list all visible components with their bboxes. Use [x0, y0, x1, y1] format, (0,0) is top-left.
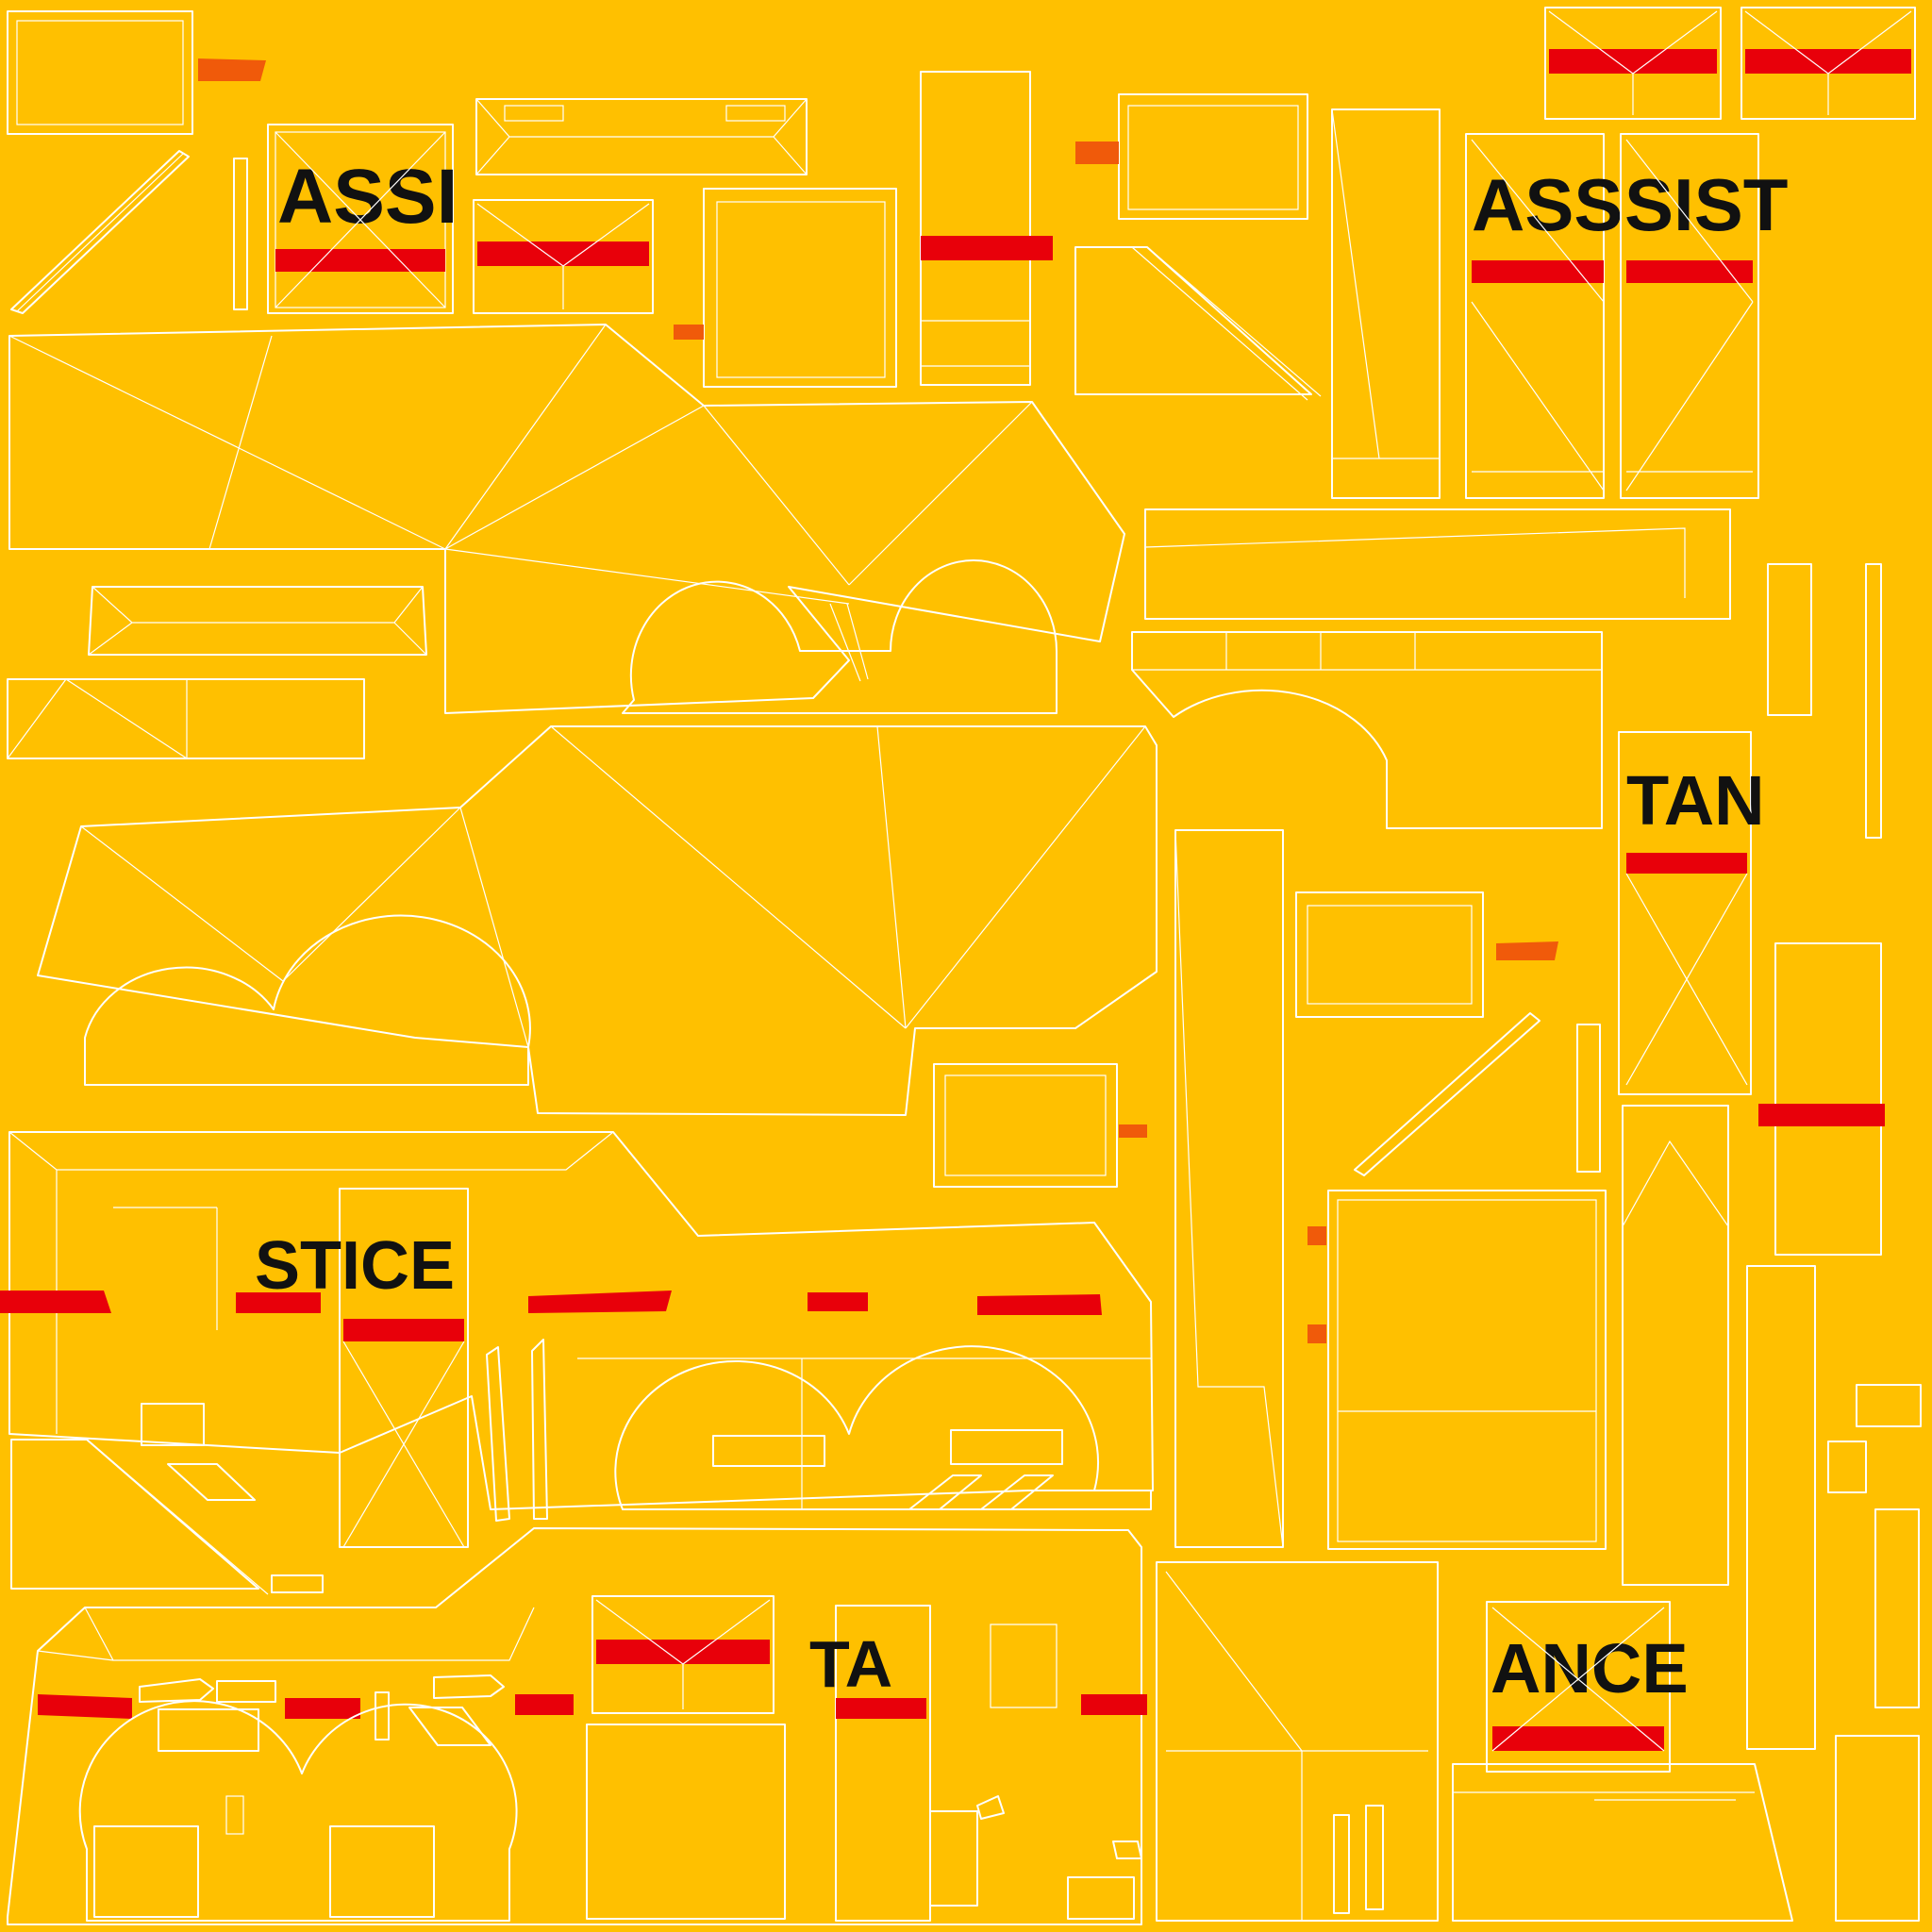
uv-island-body-lower-left	[7, 1527, 1142, 1925]
uv-island-thin-bar-1	[88, 586, 427, 656]
uv-island-decal-assi: ASSI	[267, 124, 458, 314]
uv-island-headlight-shapes	[139, 1674, 505, 1752]
decal-text-ass: ASS	[1472, 163, 1623, 246]
uv-island-bottom-right-strip	[1452, 1735, 1920, 1922]
uv-island-small-shapes-mid	[141, 1403, 1063, 1510]
uv-stripes-band-lower	[38, 1694, 1147, 1719]
uv-island-roof-main-middle	[37, 725, 1158, 1116]
decal-text-ance: ANCE	[1491, 1629, 1689, 1707]
uv-island-tall-panel-top	[920, 71, 1053, 386]
uv-island-diagonal-strip-2	[1074, 246, 1322, 401]
uv-island-diagonal-strip-lower	[10, 1439, 324, 1595]
uv-island-box-top-right-center	[1075, 93, 1308, 220]
uv-island-small-lower-shapes	[929, 1795, 1142, 1920]
uv-island-arches-upper	[622, 559, 1058, 714]
uv-island-small-left-piece	[7, 678, 365, 759]
uv-island-stripe-box-tr2	[1740, 7, 1916, 120]
uv-island-decal-ta: TA	[809, 1605, 1058, 1922]
uv-island-big-square-right	[1307, 1190, 1607, 1550]
uv-island-small-rect-center	[933, 1063, 1147, 1188]
uv-island-thin-slivers-mid	[486, 1339, 548, 1522]
decal-text-sist: SIST	[1624, 163, 1788, 246]
uv-island-stripe-box-1	[473, 199, 654, 314]
decal-text-tan: TAN	[1626, 761, 1765, 840]
uv-island-arches-lower	[78, 1700, 518, 1922]
uv-island-arch-right	[1131, 631, 1603, 829]
uv-island-big-panel-bottom	[1156, 1561, 1439, 1922]
decal-text-ta: TA	[809, 1627, 892, 1701]
uv-island-square-box	[674, 188, 897, 388]
uv-island-decal-tan: TAN	[1618, 731, 1765, 1095]
uv-island-decal-stice: STICE	[255, 1188, 469, 1548]
uv-island-diagonal-strip-left	[10, 150, 248, 314]
uv-island-roof-main-upper	[8, 324, 1125, 714]
decal-text-assi: ASSI	[277, 154, 458, 240]
uv-island-stripe-strip-right	[1758, 942, 1885, 1256]
uv-island-tapered-tall	[1331, 108, 1441, 499]
uv-island-arches-middle	[84, 914, 531, 1086]
uv-island-tall-strips-right	[1622, 1105, 1922, 1750]
uv-island-arches-lower-mid	[577, 1345, 1152, 1510]
uv-island-body-side-left	[8, 1131, 1154, 1510]
uv-island-decal-ass: ASS	[1465, 133, 1623, 499]
uv-island-stripe-box-tr1	[1544, 7, 1722, 120]
uv-island-tall-long-right	[1174, 829, 1284, 1548]
uv-island-top-left-box	[7, 10, 266, 135]
uv-island-decal-sist: SIST	[1620, 133, 1788, 499]
uv-stripes-band-middle	[0, 1291, 1102, 1315]
uv-island-rect-right-mid	[1295, 891, 1558, 1018]
uv-island-wide-panel-right	[1144, 508, 1731, 620]
uv-island-thin-vertical-tr	[1767, 563, 1882, 839]
uv-island-stripe-box-bottom	[586, 1595, 786, 1920]
uv-island-decal-ance: ANCE	[1486, 1601, 1689, 1773]
uv-island-strip-top-center	[475, 98, 808, 175]
decal-text-stice: STICE	[255, 1228, 455, 1304]
uv-island-diagonal-strip-3	[1354, 1012, 1601, 1176]
